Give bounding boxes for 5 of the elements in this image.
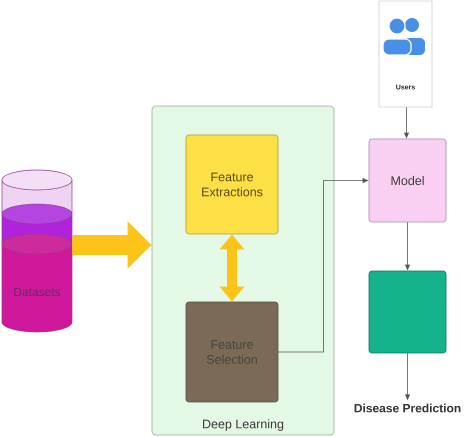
process-box — [368, 270, 446, 354]
output-label: Disease Prediction — [354, 404, 460, 412]
database-cylinder: Datasets — [2, 170, 72, 332]
process-box: Model — [368, 138, 446, 222]
process-box: Feature Extractions — [186, 134, 278, 234]
